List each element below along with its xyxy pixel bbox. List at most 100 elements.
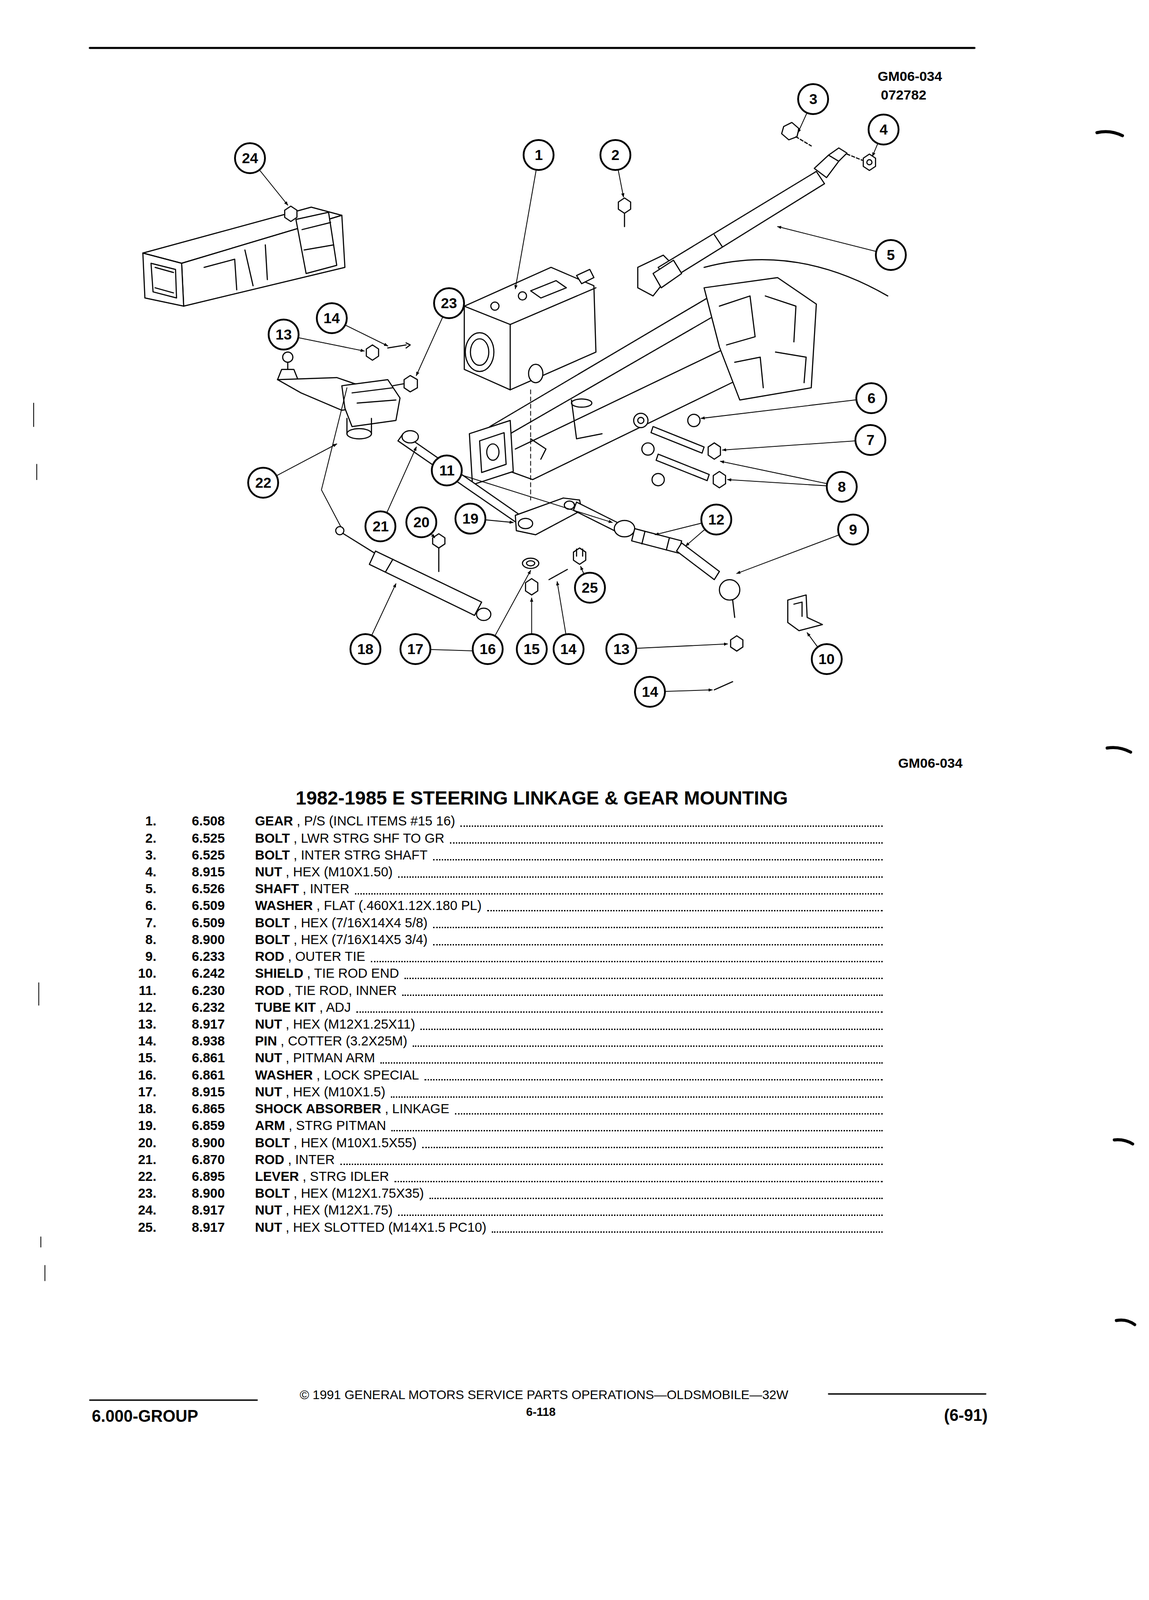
dot-leader xyxy=(429,1197,883,1199)
callout-number: 2 xyxy=(611,147,620,163)
callout-number: 21 xyxy=(372,519,390,534)
part-name: BOLT xyxy=(254,830,290,846)
page-number: 6-118 xyxy=(525,1405,556,1419)
part-description: , LINKAGE xyxy=(384,1101,450,1117)
dot-leader xyxy=(412,1045,883,1047)
group-code: 6.870 xyxy=(191,1152,225,1168)
dot-leader xyxy=(380,1062,883,1064)
part-description: , STRG IDLER xyxy=(302,1168,390,1184)
callout-number: 24 xyxy=(241,150,259,166)
dot-leader xyxy=(433,944,883,946)
part-name: NUT xyxy=(254,1016,283,1032)
callout-number: 13 xyxy=(275,327,292,342)
callout-circle: 20 xyxy=(405,506,438,539)
item-number: 21. xyxy=(138,1152,157,1168)
group-code: 8.900 xyxy=(191,1135,225,1151)
part-name: NUT xyxy=(254,1050,283,1066)
dot-leader xyxy=(402,994,883,996)
part-description: , HEX (M10X1.50) xyxy=(285,864,393,880)
part-name: SHOCK ABSORBER xyxy=(254,1101,382,1117)
callout-circle: 24 xyxy=(234,142,266,175)
item-number: 16. xyxy=(138,1067,157,1083)
part-description: , LOCK SPECIAL xyxy=(316,1067,420,1083)
callout-circle: 18 xyxy=(349,633,382,665)
part-description: , OUTER TIE xyxy=(287,949,365,965)
group-code: 8.915 xyxy=(191,1084,225,1100)
item-number: 15. xyxy=(138,1050,157,1066)
callout-number: 1 xyxy=(534,147,544,163)
dot-leader xyxy=(354,893,883,895)
part-description: , HEX SLOTTED (M14X1.5 PC10) xyxy=(285,1219,487,1235)
group-code: 6.525 xyxy=(191,830,225,846)
group-code: 6.242 xyxy=(191,965,225,981)
callout-circle: 19 xyxy=(454,502,487,535)
drawing-number: GM06-034 xyxy=(877,68,943,85)
callout-circle: 25 xyxy=(574,571,606,604)
callout-circle: 6 xyxy=(855,382,888,415)
callout-number: 14 xyxy=(323,310,340,326)
item-number: 1. xyxy=(145,813,157,829)
dot-leader xyxy=(487,909,883,912)
part-name: SHIELD xyxy=(254,965,304,981)
item-number: 2. xyxy=(145,830,157,846)
callout-circle: 13 xyxy=(605,633,638,665)
part-description: , TIE ROD, INNER xyxy=(287,983,397,999)
drawing-number: GM06-034 xyxy=(898,755,963,772)
part-name: NUT xyxy=(254,864,283,880)
part-description: , STRG PITMAN xyxy=(288,1118,386,1134)
part-description: , HEX (M10X1.5X55) xyxy=(293,1135,417,1151)
part-description: , INTER xyxy=(287,1152,335,1168)
callout-circle: 2 xyxy=(599,139,632,171)
callout-number: 12 xyxy=(708,512,725,527)
group-code: 8.915 xyxy=(191,864,225,880)
item-number: 12. xyxy=(138,999,157,1015)
callout-circle: 4 xyxy=(867,113,900,146)
callout-circle: 14 xyxy=(634,675,666,708)
dot-leader xyxy=(394,1180,883,1183)
dot-leader xyxy=(491,1231,883,1233)
part-description: , INTER xyxy=(302,881,350,897)
callout-number: 25 xyxy=(581,580,599,595)
callout-number: 8 xyxy=(837,479,846,495)
part-name: ROD xyxy=(254,1152,285,1168)
part-name: GEAR xyxy=(254,813,294,829)
callout-number: 19 xyxy=(462,511,479,526)
dot-leader xyxy=(420,1028,883,1030)
item-number: 4. xyxy=(145,864,157,880)
item-number: 17. xyxy=(138,1084,157,1100)
part-name: BOLT xyxy=(254,1135,290,1151)
callout-number: 22 xyxy=(254,475,272,490)
item-number: 5. xyxy=(145,881,157,897)
part-description: , HEX (M10X1.5) xyxy=(285,1084,386,1100)
part-name: BOLT xyxy=(254,932,290,948)
group-code: 8.917 xyxy=(191,1219,225,1235)
callout-circle: 23 xyxy=(433,287,465,320)
callout-number: 5 xyxy=(886,247,895,263)
item-number: 24. xyxy=(138,1202,157,1218)
callout-circle: 7 xyxy=(854,424,887,456)
part-name: SHAFT xyxy=(254,881,300,897)
item-number: 6. xyxy=(145,898,157,914)
group-code: 6.525 xyxy=(191,847,225,863)
group-code: 8.917 xyxy=(191,1202,225,1218)
part-name: BOLT xyxy=(254,915,290,931)
part-name: BOLT xyxy=(254,1185,290,1201)
dot-leader xyxy=(433,859,883,861)
callout-number: 23 xyxy=(440,295,458,311)
callout-circle: 15 xyxy=(515,633,548,665)
callout-circle: 11 xyxy=(430,454,463,487)
group-code: 6.232 xyxy=(191,999,225,1015)
dot-leader xyxy=(454,1113,884,1115)
callout-circle: 9 xyxy=(837,513,870,546)
part-name: ROD xyxy=(254,983,285,999)
dot-leader xyxy=(370,960,883,963)
callout-number: 11 xyxy=(439,463,455,478)
group-number: 6.000-GROUP xyxy=(91,1406,199,1426)
group-code: 6.859 xyxy=(191,1118,225,1134)
callout-circle: 14 xyxy=(315,302,348,335)
group-code: 6.526 xyxy=(191,881,225,897)
group-code: 6.895 xyxy=(191,1168,225,1184)
callout-circle: 14 xyxy=(552,633,585,665)
item-number: 25. xyxy=(138,1219,157,1235)
callout-circle: 22 xyxy=(247,466,280,499)
